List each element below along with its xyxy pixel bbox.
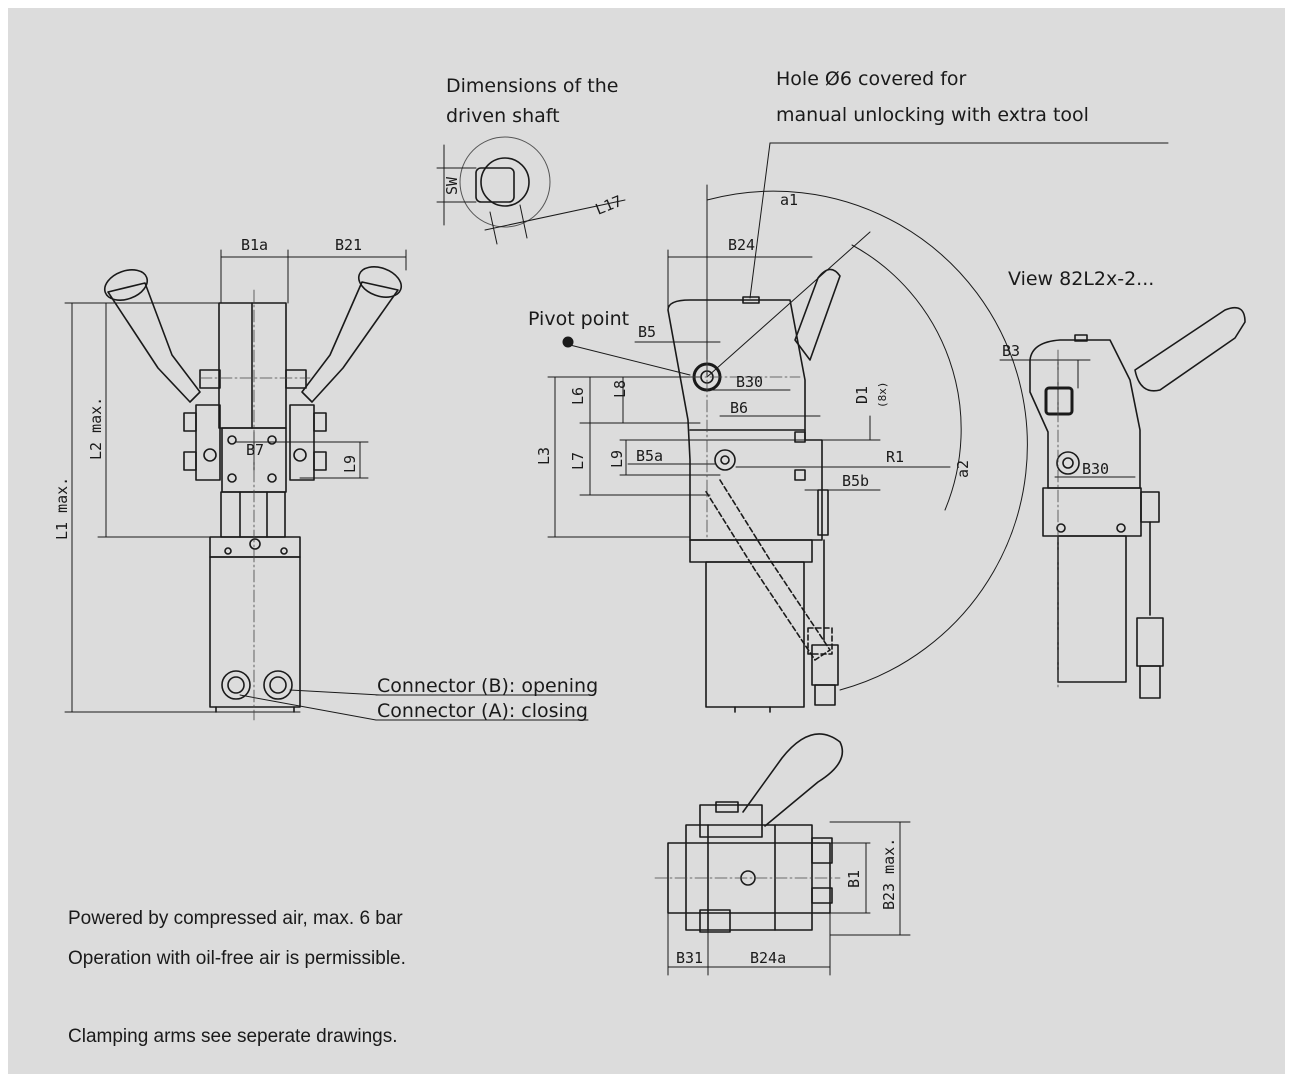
dim-l9-front: L9: [341, 455, 359, 473]
hole-note-line2: manual unlocking with extra tool: [776, 104, 1089, 126]
side-view-centerlines: [689, 359, 801, 541]
dim-a2: a2: [954, 460, 972, 478]
drawing-labels: Dimensions of the driven shaft Hole Ø6 c…: [53, 68, 1154, 967]
dim-b31: B31: [676, 949, 703, 967]
dim-b21: B21: [335, 236, 362, 254]
dim-b24a: B24a: [750, 949, 786, 967]
front-view: [103, 266, 403, 713]
dim-d1: D1: [853, 386, 871, 404]
dim-b5b: B5b: [842, 472, 869, 490]
drawing-panel: [8, 8, 1285, 1074]
dim-b1: B1: [845, 870, 863, 888]
dim-b6: B6: [730, 399, 748, 417]
dim-l3: L3: [535, 447, 553, 465]
variant-view-dimensions: [999, 359, 1136, 478]
hole-note-line1: Hole Ø6 covered for: [776, 68, 967, 90]
note-clamping-arms: Clamping arms see seperate drawings.: [68, 1026, 398, 1047]
dim-b5: B5: [638, 323, 656, 341]
dim-b7: B7: [246, 441, 264, 459]
dim-a1: a1: [780, 191, 798, 209]
dim-sw: SW: [443, 176, 461, 195]
top-view: [667, 733, 844, 933]
dim-d1-count: (8x): [876, 382, 889, 409]
dim-l2max: L2 max.: [87, 397, 105, 460]
top-view-dimensions: [667, 821, 911, 976]
connector-b-label: Connector (B): opening: [377, 675, 598, 697]
dim-l7: L7: [569, 452, 587, 470]
view-title: View 82L2x-2...: [1008, 268, 1154, 290]
driven-shaft-title-line1: Dimensions of the: [446, 75, 618, 97]
dim-b23max: B23 max.: [880, 838, 898, 910]
dim-l8: L8: [611, 380, 629, 398]
variant-view: [1029, 306, 1246, 699]
side-view: [667, 268, 841, 713]
side-view-dimensions: [547, 142, 1169, 691]
dim-b30: B30: [736, 373, 763, 391]
driven-shaft-title-line2: driven shaft: [446, 105, 560, 127]
dim-l1max: L1 max.: [53, 477, 71, 540]
dim-b30-view: B30: [1082, 460, 1109, 478]
dim-b5a: B5a: [636, 447, 663, 465]
dim-l9-side: L9: [608, 450, 626, 468]
dim-r1: R1: [886, 448, 904, 466]
note-oil-free-air: Operation with oil-free air is permissib…: [68, 948, 406, 969]
dim-b1a: B1a: [241, 236, 268, 254]
front-view-centerlines: [199, 289, 311, 721]
pivot-point-label: Pivot point: [528, 308, 629, 330]
dim-l17: L17: [593, 192, 625, 219]
front-view-dimensions: [64, 249, 589, 721]
connector-a-label: Connector (A): closing: [377, 700, 588, 722]
note-compressed-air: Powered by compressed air, max. 6 bar: [68, 908, 403, 929]
dim-b24: B24: [728, 236, 755, 254]
dim-b3: B3: [1002, 342, 1020, 360]
dim-l6: L6: [569, 387, 587, 405]
driven-shaft-detail: [436, 136, 626, 245]
